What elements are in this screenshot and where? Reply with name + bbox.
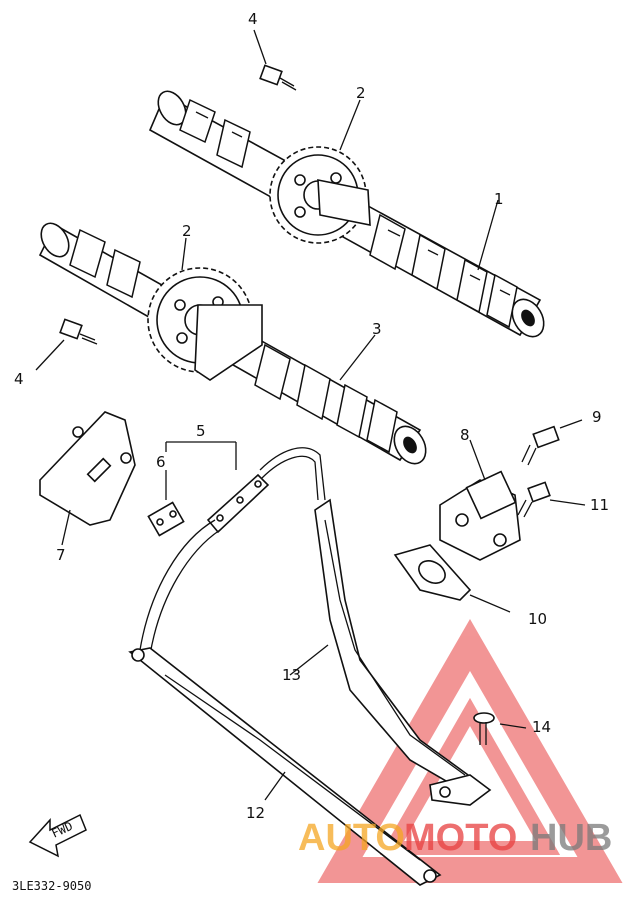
chain-joint-set [147,441,270,537]
leader-lines [181,99,499,801]
watermark-hub: HUB [530,817,612,859]
part-number-2-lower: 2 [182,222,192,240]
bolt-lower [35,318,98,371]
part-number-13: 13 [282,666,301,684]
part-number-4-upper: 4 [248,10,258,28]
watermark-text: AUTO MOTO HUB [298,817,612,859]
part-number-1: 1 [494,190,504,208]
cam-chain [139,447,326,656]
cam-sprocket-lower [147,267,263,381]
chain-guide-top [39,411,136,546]
guide-pivot-bracket [429,712,527,806]
chain-guide-front [128,647,442,886]
tensioner-gasket [393,544,511,613]
part-number-4-lower: 4 [14,370,24,388]
part-number-2-upper: 2 [356,84,366,102]
drawing-code: 3LE332-9050 [12,879,91,893]
chain-tensioner [439,439,521,561]
watermark-moto: MOTO [404,817,517,859]
part-number-5: 5 [196,422,206,440]
bolt-upper [253,29,297,91]
watermark-logo [317,619,623,883]
part-number-7: 7 [56,546,66,564]
fwd-arrow-icon: FWD [28,813,87,858]
part-number-3: 3 [372,320,382,338]
cam-sprocket-upper [269,146,371,244]
part-number-10: 10 [528,610,547,628]
watermark-auto: AUTO [298,817,405,859]
part-number-11: 11 [590,496,609,514]
tensioner-mount-bolt [517,481,586,518]
part-number-12: 12 [246,804,265,822]
part-number-8: 8 [460,426,470,444]
part-number-9: 9 [592,408,602,426]
part-number-6: 6 [156,453,166,471]
tensioner-cap-bolt [521,419,583,466]
part-number-14: 14 [532,718,551,736]
